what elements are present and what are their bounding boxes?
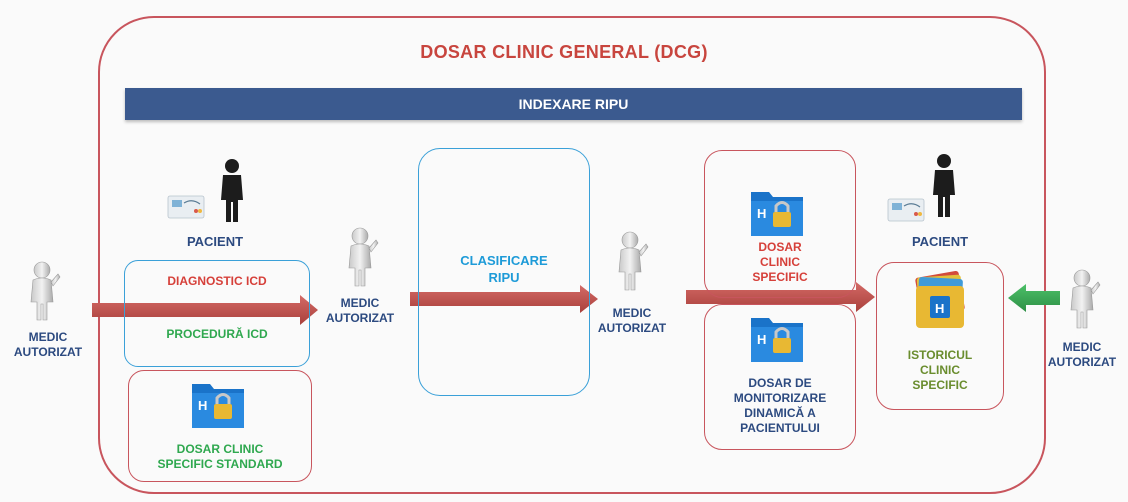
svg-text:H: H [757, 206, 766, 221]
id-card-icon-right [887, 198, 925, 222]
patient-label-right: PACIENT [911, 234, 969, 249]
classification-box [418, 148, 590, 396]
medic-icon-4 [1070, 269, 1101, 329]
standard-file-box [128, 370, 312, 482]
svg-text:H: H [935, 301, 944, 316]
folder-lock-icon-monitoring: H [749, 316, 805, 364]
patient-label-left: PACIENT [186, 234, 244, 249]
arrow-1 [92, 295, 318, 325]
specific-file-box [704, 150, 856, 298]
monitoring-file-label: DOSAR DE MONITORIZARE DINAMICĂ A PACIENT… [733, 376, 827, 435]
specific-file-label: DOSAR CLINIC SPECIFIC [752, 240, 808, 284]
patient-icon-right [933, 154, 955, 217]
medic-icon-1 [30, 261, 61, 321]
arrow-green [1008, 284, 1060, 312]
classification-label: CLASIFICARE RIPU [460, 253, 548, 285]
svg-text:H: H [757, 332, 766, 347]
svg-text:H: H [198, 398, 207, 413]
diagnostic-label: DIAGNOSTIC ICD [167, 274, 267, 288]
dcg-frame [98, 16, 1046, 494]
medic-label-4: MEDIC AUTORIZAT [1047, 340, 1117, 369]
archive-folders-icon: H [915, 270, 965, 328]
icd-box [124, 260, 310, 367]
indexare-banner: INDEXARE RIPU [125, 88, 1022, 120]
medic-label-3: MEDIC AUTORIZAT [597, 306, 667, 335]
folder-lock-icon-specific: H [749, 190, 805, 238]
history-box [876, 262, 1004, 410]
arrow-2 [410, 285, 598, 313]
medic-label-2: MEDIC AUTORIZAT [325, 296, 395, 325]
history-label: ISTORICUL CLINIC SPECIFIC [907, 348, 973, 392]
procedure-label: PROCEDURĂ ICD [166, 327, 268, 341]
diagram-title: DOSAR CLINIC GENERAL (DCG) [420, 42, 708, 62]
standard-file-label: DOSAR CLINIC SPECIFIC STANDARD [157, 442, 283, 471]
patient-icon-left [221, 159, 243, 222]
medic-icon-3 [618, 231, 649, 291]
medic-label-1: MEDIC AUTORIZAT [13, 330, 83, 359]
folder-lock-icon-standard: H [190, 382, 246, 430]
monitoring-file-box [704, 304, 856, 450]
medic-icon-2 [348, 227, 379, 287]
id-card-icon-left [167, 195, 205, 219]
